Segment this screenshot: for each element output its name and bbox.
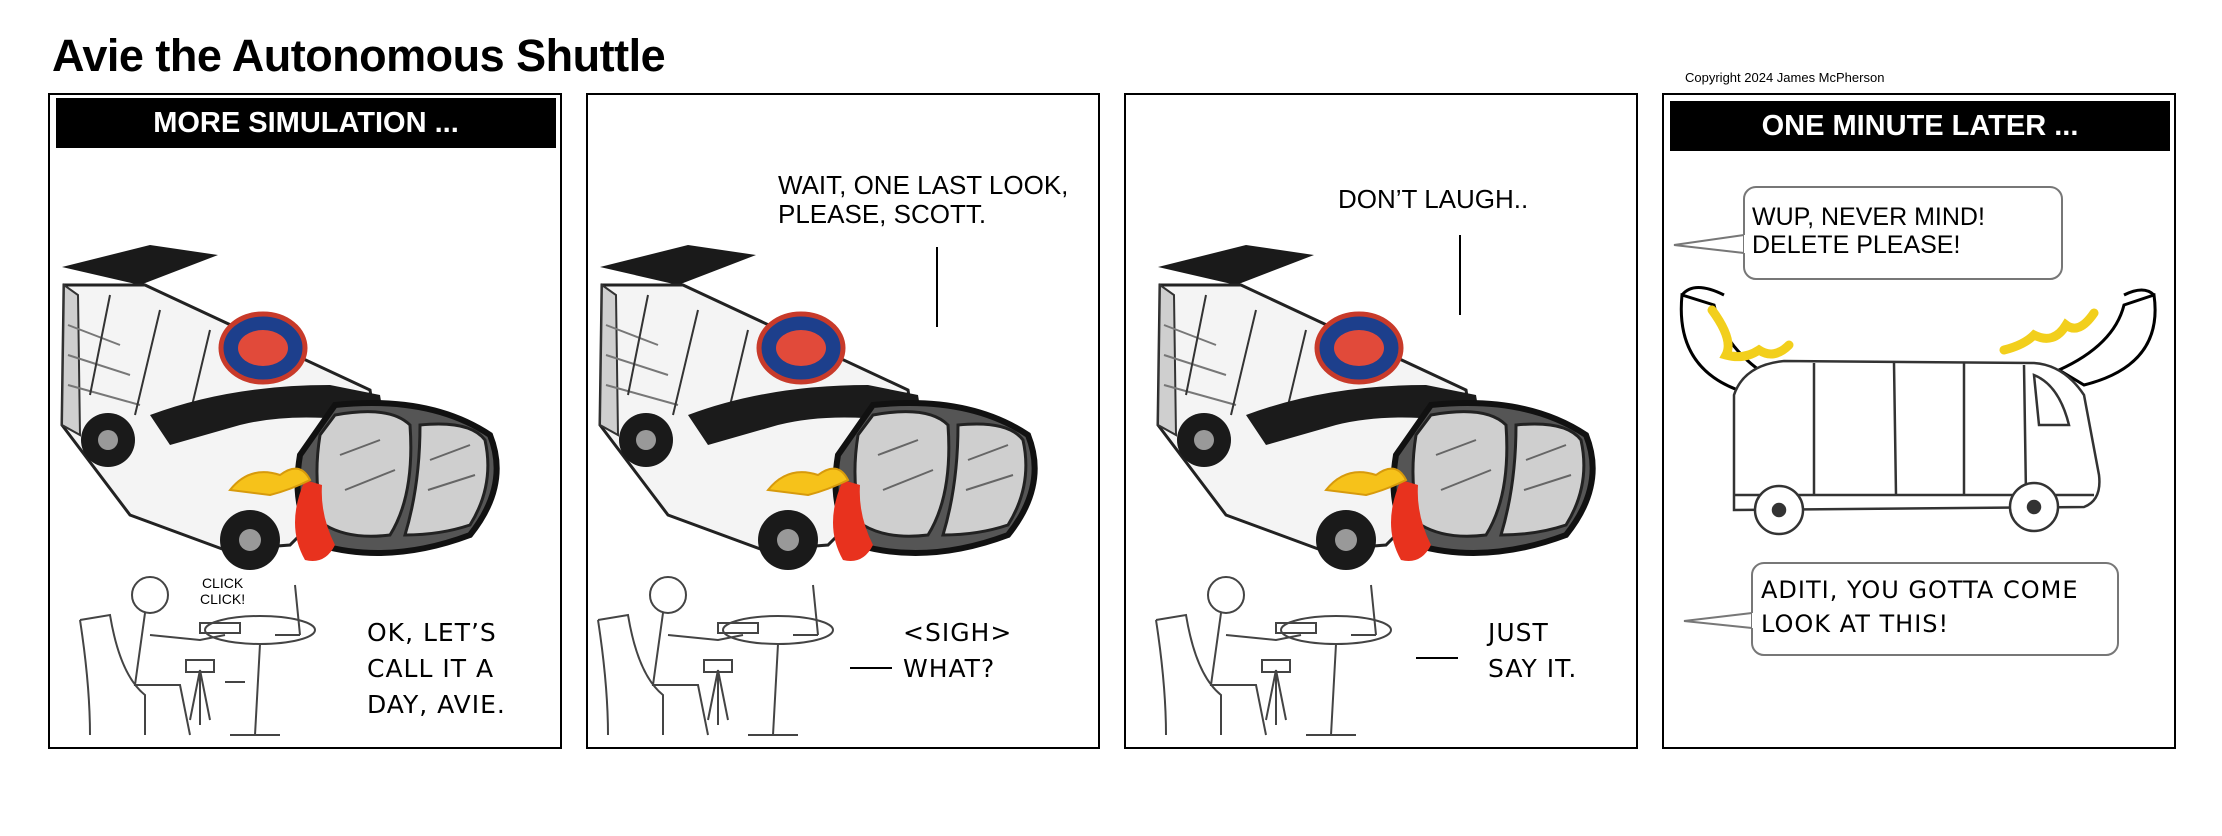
comic-panel-2: WAIT, ONE LAST LOOK, PLEASE, SCOTT. <SIG… (586, 93, 1100, 749)
panel-2-shuttle-speech: WAIT, ONE LAST LOOK, PLEASE, SCOTT. (778, 170, 1069, 229)
panel-1-speech: OK, LET’S CALL IT A DAY, AVIE. (367, 618, 506, 719)
panel-3-art (1155, 235, 1596, 736)
panel-4-bubble-bottom-text: ADITI, YOU GOTTA COME LOOK AT THIS! (1761, 576, 2079, 638)
panel-4-bubble-top-text: WUP, NEVER MIND! DELETE PLEASE! (1752, 203, 1985, 259)
comic-panel-4: ONE MINUTE LATER ... WUP, NEVER MIND! DE… (1662, 93, 2176, 749)
copyright-notice: Copyright 2024 James McPherson (1685, 70, 1885, 85)
shuttle-van-drawing (1732, 359, 2101, 536)
speech-bubble-top (1743, 186, 2063, 280)
panel-4-banner: ONE MINUTE LATER ... (1670, 101, 2170, 151)
hotdog-bun-drawing (1679, 286, 2157, 397)
panel-1-banner: MORE SIMULATION ... (56, 98, 556, 148)
shuttle-simulation-image (1156, 245, 1596, 570)
panel-1-sound-effect: CLICK CLICK! (200, 575, 246, 607)
panel-2-speech: <SIGH> WHAT? (903, 618, 1013, 683)
panel-1-art (60, 245, 500, 736)
comic-panel-1: MORE SIMULATION ... CLICK CLICK! OK, LET… (48, 93, 562, 749)
panel-3-speech: JUST SAY IT. (1488, 618, 1578, 683)
scott-at-desk-drawing (597, 576, 834, 736)
scott-at-desk-drawing (1155, 576, 1392, 736)
comic-panel-3: DON’T LAUGH.. JUST SAY IT. (1124, 93, 1638, 749)
comic-title: Avie the Autonomous Shuttle (52, 30, 666, 81)
scott-at-desk-drawing (79, 576, 316, 736)
panel-2-art (597, 245, 1038, 736)
panel-4-art (1673, 186, 2157, 656)
speech-bubble-bottom (1751, 562, 2119, 656)
shuttle-simulation-image (598, 245, 1038, 570)
shuttle-simulation-image (60, 245, 500, 570)
panel-3-shuttle-speech: DON’T LAUGH.. (1338, 184, 1529, 214)
